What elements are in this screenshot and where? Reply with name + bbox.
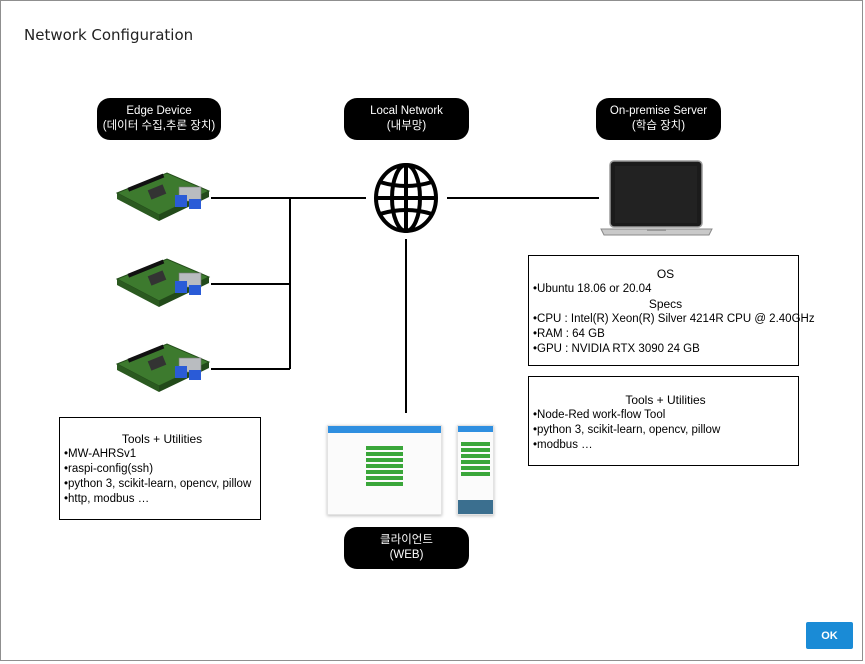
local-network-subtitle: (내부망) bbox=[386, 120, 427, 132]
os-item: •Ubuntu 18.06 or 20.04 bbox=[533, 283, 652, 295]
edge-device-title: Edge Device bbox=[126, 105, 192, 117]
web-client-mobile-screenshot bbox=[457, 425, 494, 515]
server-specs-box: OS •Ubuntu 18.06 or 20.04 Specs •CPU : I… bbox=[528, 255, 815, 366]
ok-button[interactable]: OK bbox=[806, 622, 853, 649]
edge-tools-item: •MW-AHRSv1 bbox=[64, 448, 137, 460]
server-label: On-premise Server (학습 장치) bbox=[596, 98, 721, 140]
web-client-desktop-screenshot bbox=[327, 425, 442, 515]
local-network-title: Local Network bbox=[370, 105, 443, 117]
edge-tools-heading: Tools + Utilities bbox=[121, 432, 203, 446]
raspberry-pi-board-icon bbox=[115, 172, 211, 221]
server-tools-item: •modbus … bbox=[533, 439, 593, 451]
dialog-title: Network Configuration bbox=[24, 26, 194, 44]
edge-tools-item: •http, modbus … bbox=[64, 493, 150, 505]
server-title: On-premise Server bbox=[609, 105, 708, 117]
server-tools-item: •python 3, scikit-learn, opencv, pillow bbox=[533, 424, 721, 436]
edge-tools-item: •raspi-config(ssh) bbox=[64, 463, 154, 475]
edge-tools-item: •python 3, scikit-learn, opencv, pillow bbox=[64, 478, 252, 490]
server-tools-item: •Node-Red work-flow Tool bbox=[533, 409, 666, 421]
spec-item: •RAM : 64 GB bbox=[533, 328, 605, 340]
server-subtitle: (학습 장치) bbox=[631, 120, 686, 132]
edge-tools-box: Tools + Utilities •MW-AHRSv1 •raspi-conf… bbox=[59, 417, 261, 520]
specs-heading: Specs bbox=[648, 297, 683, 311]
raspberry-pi-board-icon bbox=[115, 343, 211, 392]
local-network-label: Local Network (내부망) bbox=[344, 98, 469, 140]
spec-item: •GPU : NVIDIA RTX 3090 24 GB bbox=[533, 343, 700, 355]
raspberry-pi-board-icon bbox=[115, 258, 211, 307]
edge-device-subtitle: (데이터 수집,추론 장치) bbox=[102, 120, 216, 132]
edge-device-label: Edge Device (데이터 수집,추론 장치) bbox=[97, 98, 221, 140]
client-subtitle: (WEB) bbox=[389, 549, 424, 561]
laptop-icon bbox=[600, 160, 713, 236]
client-title: 클라이언트 bbox=[380, 534, 433, 546]
client-label: 클라이언트 (WEB) bbox=[344, 527, 469, 569]
server-tools-box: Tools + Utilities •Node-Red work-flow To… bbox=[528, 376, 799, 466]
globe-icon bbox=[374, 163, 438, 233]
server-tools-heading: Tools + Utilities bbox=[625, 393, 706, 407]
spec-item: •CPU : Intel(R) Xeon(R) Silver 4214R CPU… bbox=[533, 313, 815, 325]
os-heading: OS bbox=[656, 267, 675, 281]
